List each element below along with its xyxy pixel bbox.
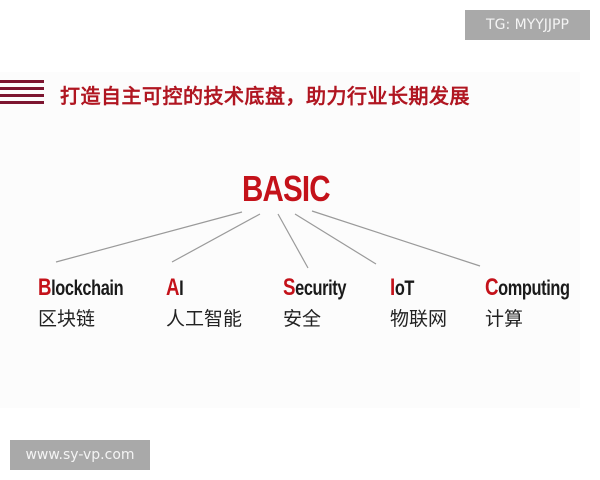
item-chinese-label: 物联网: [390, 308, 448, 330]
watermark-url-text: www.sy-vp.com: [25, 447, 135, 463]
item-chinese-label: 区块链: [38, 308, 96, 330]
item-chinese-label: 人工智能: [166, 308, 243, 330]
item-english-label: Blockchain: [38, 274, 124, 301]
watermark-url: www.sy-vp.com: [10, 440, 150, 470]
stripes-decoration-icon: [0, 80, 44, 104]
diagram-item-iot: IoT 物联网: [390, 274, 447, 331]
item-chinese-label: 计算: [485, 308, 524, 330]
watermark-telegram: TG: MYYJJPP: [465, 10, 590, 40]
diagram-item-blockchain: Blockchain 区块链: [38, 274, 147, 331]
item-english-label: Computing: [485, 274, 570, 301]
item-english-label: AI: [166, 274, 184, 301]
diagram-item-computing: Computing 计算: [485, 274, 593, 331]
item-english-label: IoT: [390, 274, 415, 301]
diagram-item-security: Security 安全: [283, 274, 364, 331]
slide-background: [0, 72, 580, 408]
item-chinese-label: 安全: [283, 308, 322, 330]
diagram-item-ai: AI 人工智能: [166, 274, 242, 331]
slide-headline: 打造自主可控的技术底盘，助力行业长期发展: [60, 84, 470, 108]
item-english-label: Security: [283, 274, 347, 301]
watermark-telegram-text: TG: MYYJJPP: [486, 17, 569, 33]
diagram-root-basic: BASIC: [242, 168, 331, 209]
